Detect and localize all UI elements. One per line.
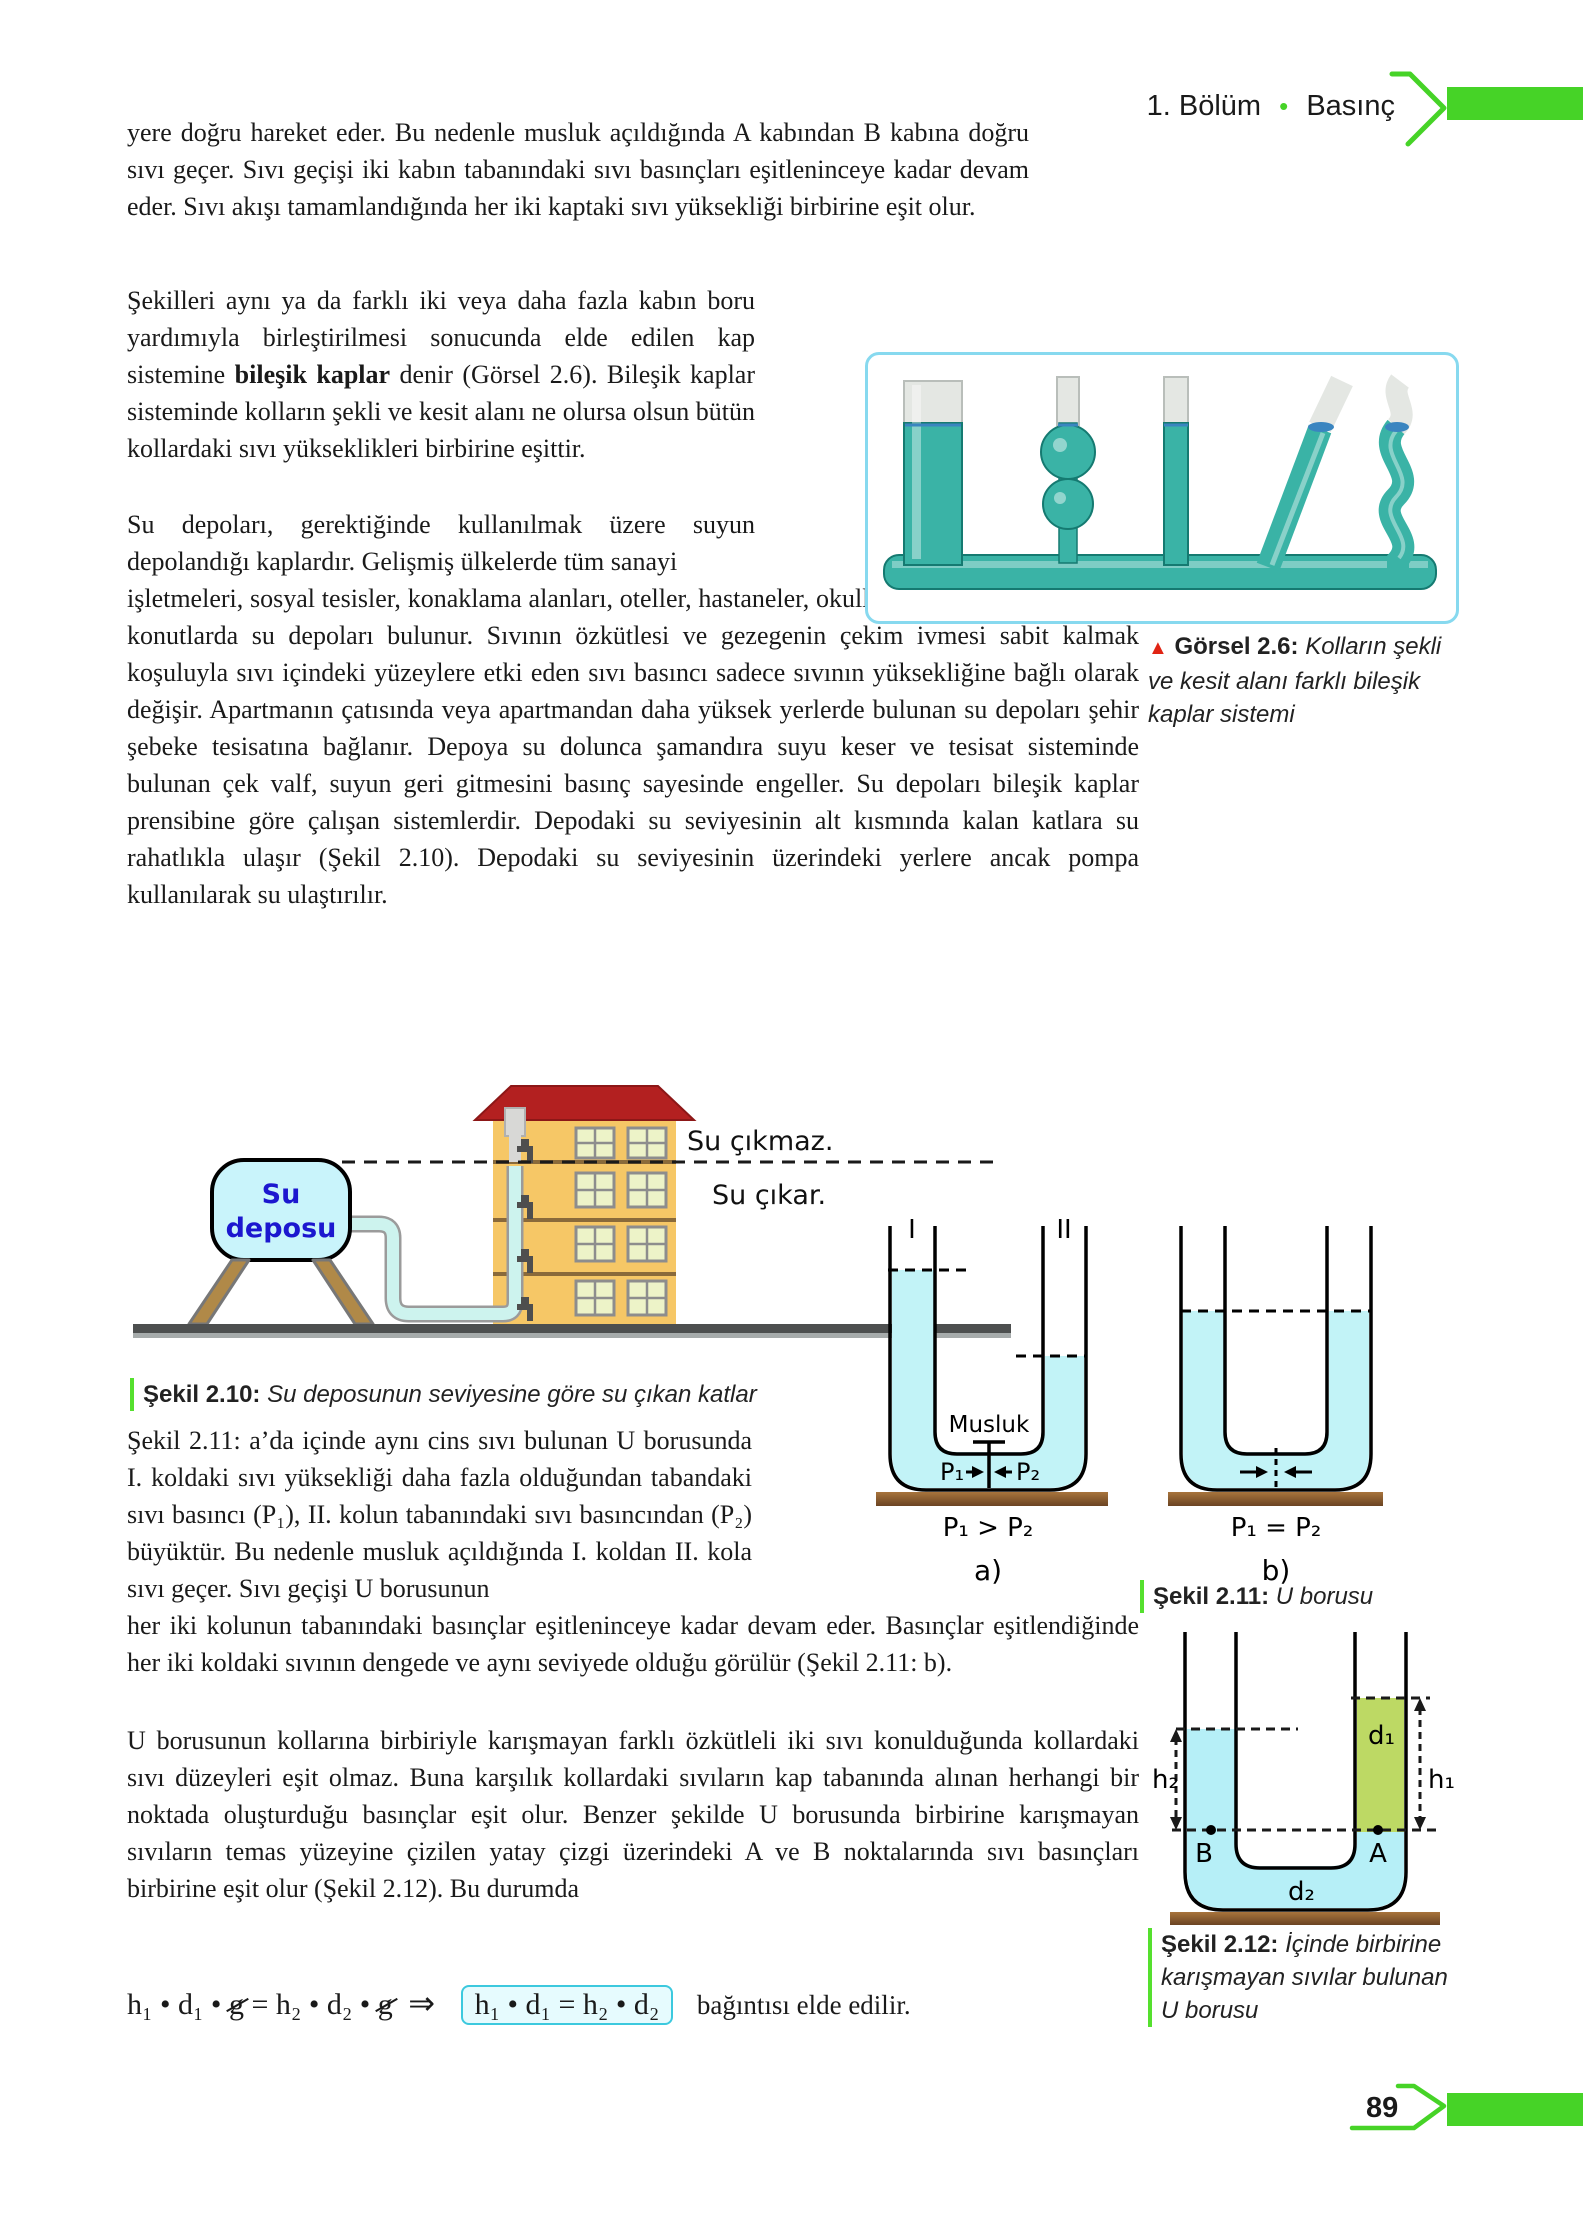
paragraph-3-narrow: Su depoları, gerektiğinde kullanılmak üz…: [127, 510, 755, 576]
ground-a: [876, 1492, 1108, 1506]
caption-sekil-2-10: Şekil 2.10: Su deposunun seviyesine göre…: [130, 1378, 903, 1411]
paragraph-4-wide: her iki kolunun tabanındaki basınçlar eş…: [127, 1611, 1139, 1677]
bullet-icon: •: [1279, 91, 1289, 121]
tank-legs: [187, 1258, 375, 1326]
liquid-a: [892, 1270, 1084, 1488]
caption-label: Görsel 2.6:: [1174, 633, 1299, 660]
ground: [1170, 1912, 1440, 1925]
sekil-2-11-figure: Musluk I II P₁ P₂ P₁ > P₂ a) P₁ = P₂: [876, 1215, 1383, 1587]
relation-a: P₁ > P₂: [943, 1513, 1034, 1543]
chapter-title: Basınç: [1306, 90, 1395, 122]
page-number: 89: [1366, 2092, 1399, 2124]
arrow-left-icon: [1284, 1466, 1296, 1478]
green-liquid-d1: [1357, 1698, 1404, 1832]
caption-sekil-2-12: Şekil 2.12: İçinde birbirine karışmayan …: [1148, 1928, 1461, 2027]
formula-mid: = h₂ • d₂ •: [243, 1988, 378, 2021]
h2-arrow: [1170, 1729, 1182, 1830]
window-crossbars: [576, 1128, 666, 1315]
tank-label-line1: Su: [262, 1179, 301, 1210]
p1-label: P₁: [940, 1458, 964, 1486]
d1-label: d₁: [1368, 1721, 1395, 1751]
gorsel-2-6-image: [865, 352, 1459, 624]
u-tube-b: P₁ = P₂ b): [1168, 1226, 1383, 1587]
d2-label: d₂: [1288, 1877, 1315, 1907]
sublabel-b: b): [1262, 1554, 1291, 1587]
caption-sekil-2-11: Şekil 2.11: U borusu: [1140, 1580, 1453, 1613]
caption-text: Su deposunun seviyesine göre su çıkan ka…: [260, 1381, 757, 1408]
paragraph-3-wide: işletmeleri, sosyal tesisler, konaklama …: [127, 584, 1139, 909]
footer-green-bar: [1447, 2093, 1583, 2126]
paragraph-2-pre: Şekilleri aynı ya da farklı iki veya dah…: [127, 286, 755, 389]
sublabel-a: a): [974, 1554, 1002, 1587]
formula-lhs: h₁ • d₁ •: [127, 1988, 229, 2021]
formula-tail-text: bağıntısı elde edilir.: [696, 1990, 911, 2020]
arrow-right-icon: [1256, 1466, 1268, 1478]
water-tank: Su deposu: [210, 1158, 352, 1262]
pipe-top-cap: [504, 1107, 526, 1137]
ground: [133, 1324, 1011, 1338]
point-a-label: A: [1369, 1839, 1387, 1869]
header-green-bar: [1447, 87, 1583, 120]
sekil-2-12-figure: h₂ h₁ d₁ d₂ B A: [1152, 1632, 1454, 1925]
u-tube-a: Musluk I II P₁ P₂ P₁ > P₂ a): [876, 1215, 1108, 1587]
h1-arrow: [1414, 1698, 1426, 1830]
implies-arrow-icon: ⇒: [408, 1985, 436, 2021]
floor-taps: [517, 1139, 533, 1321]
caption-label: Şekil 2.12:: [1161, 1931, 1279, 1958]
h1-label: h₁: [1428, 1765, 1454, 1795]
tank-label-line2: deposu: [226, 1213, 337, 1244]
chapter-label: 1. Bölüm: [1146, 90, 1262, 122]
caption-label: Şekil 2.11:: [1153, 1583, 1270, 1610]
triangle-marker-icon: ▲: [1148, 637, 1168, 659]
bulb-tube: [1040, 376, 1096, 564]
paragraph-4-narrow: Şekil 2.11: a’da içinde aynı cins sıvı b…: [127, 1426, 752, 1603]
cancelled-g1: g: [228, 1988, 244, 2021]
label-su-cikmaz: Su çıkmaz.: [687, 1126, 833, 1157]
wavy-tube: [1378, 374, 1415, 569]
paragraph-5: U borusunun kollarına birbiriyle karışma…: [127, 1726, 1139, 1903]
connected-vessels-illustration: [883, 374, 1437, 590]
caption-text: İçinde birbirine karışmayan sıvılar bulu…: [1161, 1931, 1448, 2024]
thin-tube: [1163, 376, 1189, 566]
caption-gorsel-2-6: ▲ Görsel 2.6: Kolların şekli ve kesit al…: [1148, 630, 1448, 731]
wide-tube: [903, 380, 963, 566]
arrow-left-icon: [994, 1466, 1006, 1478]
paragraph-1: yere doğru hareket eder. Bu nedenle musl…: [127, 118, 1029, 221]
bottom-pipe: [883, 554, 1437, 590]
caption-text: Kolların şekli ve kesit alanı farklı bil…: [1148, 633, 1442, 728]
formula-result-box: h₁ • d₁ = h₂ • d₂: [460, 1985, 674, 2025]
water-pipe: [349, 1107, 526, 1323]
key-term-bilesik-kaplar: bileşik kaplar: [234, 360, 391, 389]
column-2-label: II: [1056, 1215, 1071, 1245]
cancelled-g2: g: [377, 1988, 393, 2021]
pressure-formula: h₁ • d₁ • g = h₂ • d₂ • g ⇒ h₁ • d₁ = h₂…: [127, 1984, 911, 2025]
slanted-tube: [1256, 375, 1353, 572]
arrow-right-icon: [972, 1466, 984, 1478]
column-1-label: I: [908, 1215, 916, 1245]
relation-b: P₁ = P₂: [1231, 1513, 1322, 1543]
point-b-dot: [1206, 1825, 1216, 1835]
paragraph-2-post: denir (Görsel 2.6). Bileşik kaplar siste…: [127, 360, 756, 463]
p2-label: P₂: [1016, 1458, 1040, 1486]
paragraph-2: Şekilleri aynı ya da farklı iki veya dah…: [127, 282, 755, 467]
sekil-2-10-figure: Su deposu Su çıkmaz. Su çıkar.: [133, 1085, 1011, 1338]
ground-b: [1168, 1492, 1383, 1506]
point-b-label: B: [1195, 1839, 1213, 1869]
roof: [472, 1085, 697, 1121]
caption-label: Şekil 2.10:: [143, 1381, 261, 1408]
caption-text: U borusu: [1269, 1583, 1374, 1610]
page-number-chevron-icon: [1349, 2083, 1447, 2131]
tap-label: Musluk: [949, 1412, 1030, 1438]
point-a-dot: [1373, 1825, 1383, 1835]
page-header: 1. Bölüm • Basınç: [1147, 90, 1395, 123]
h2-label: h₂: [1152, 1765, 1179, 1795]
header-chevron-icon: [1136, 71, 1447, 147]
label-su-cikar: Su çıkar.: [712, 1180, 826, 1211]
